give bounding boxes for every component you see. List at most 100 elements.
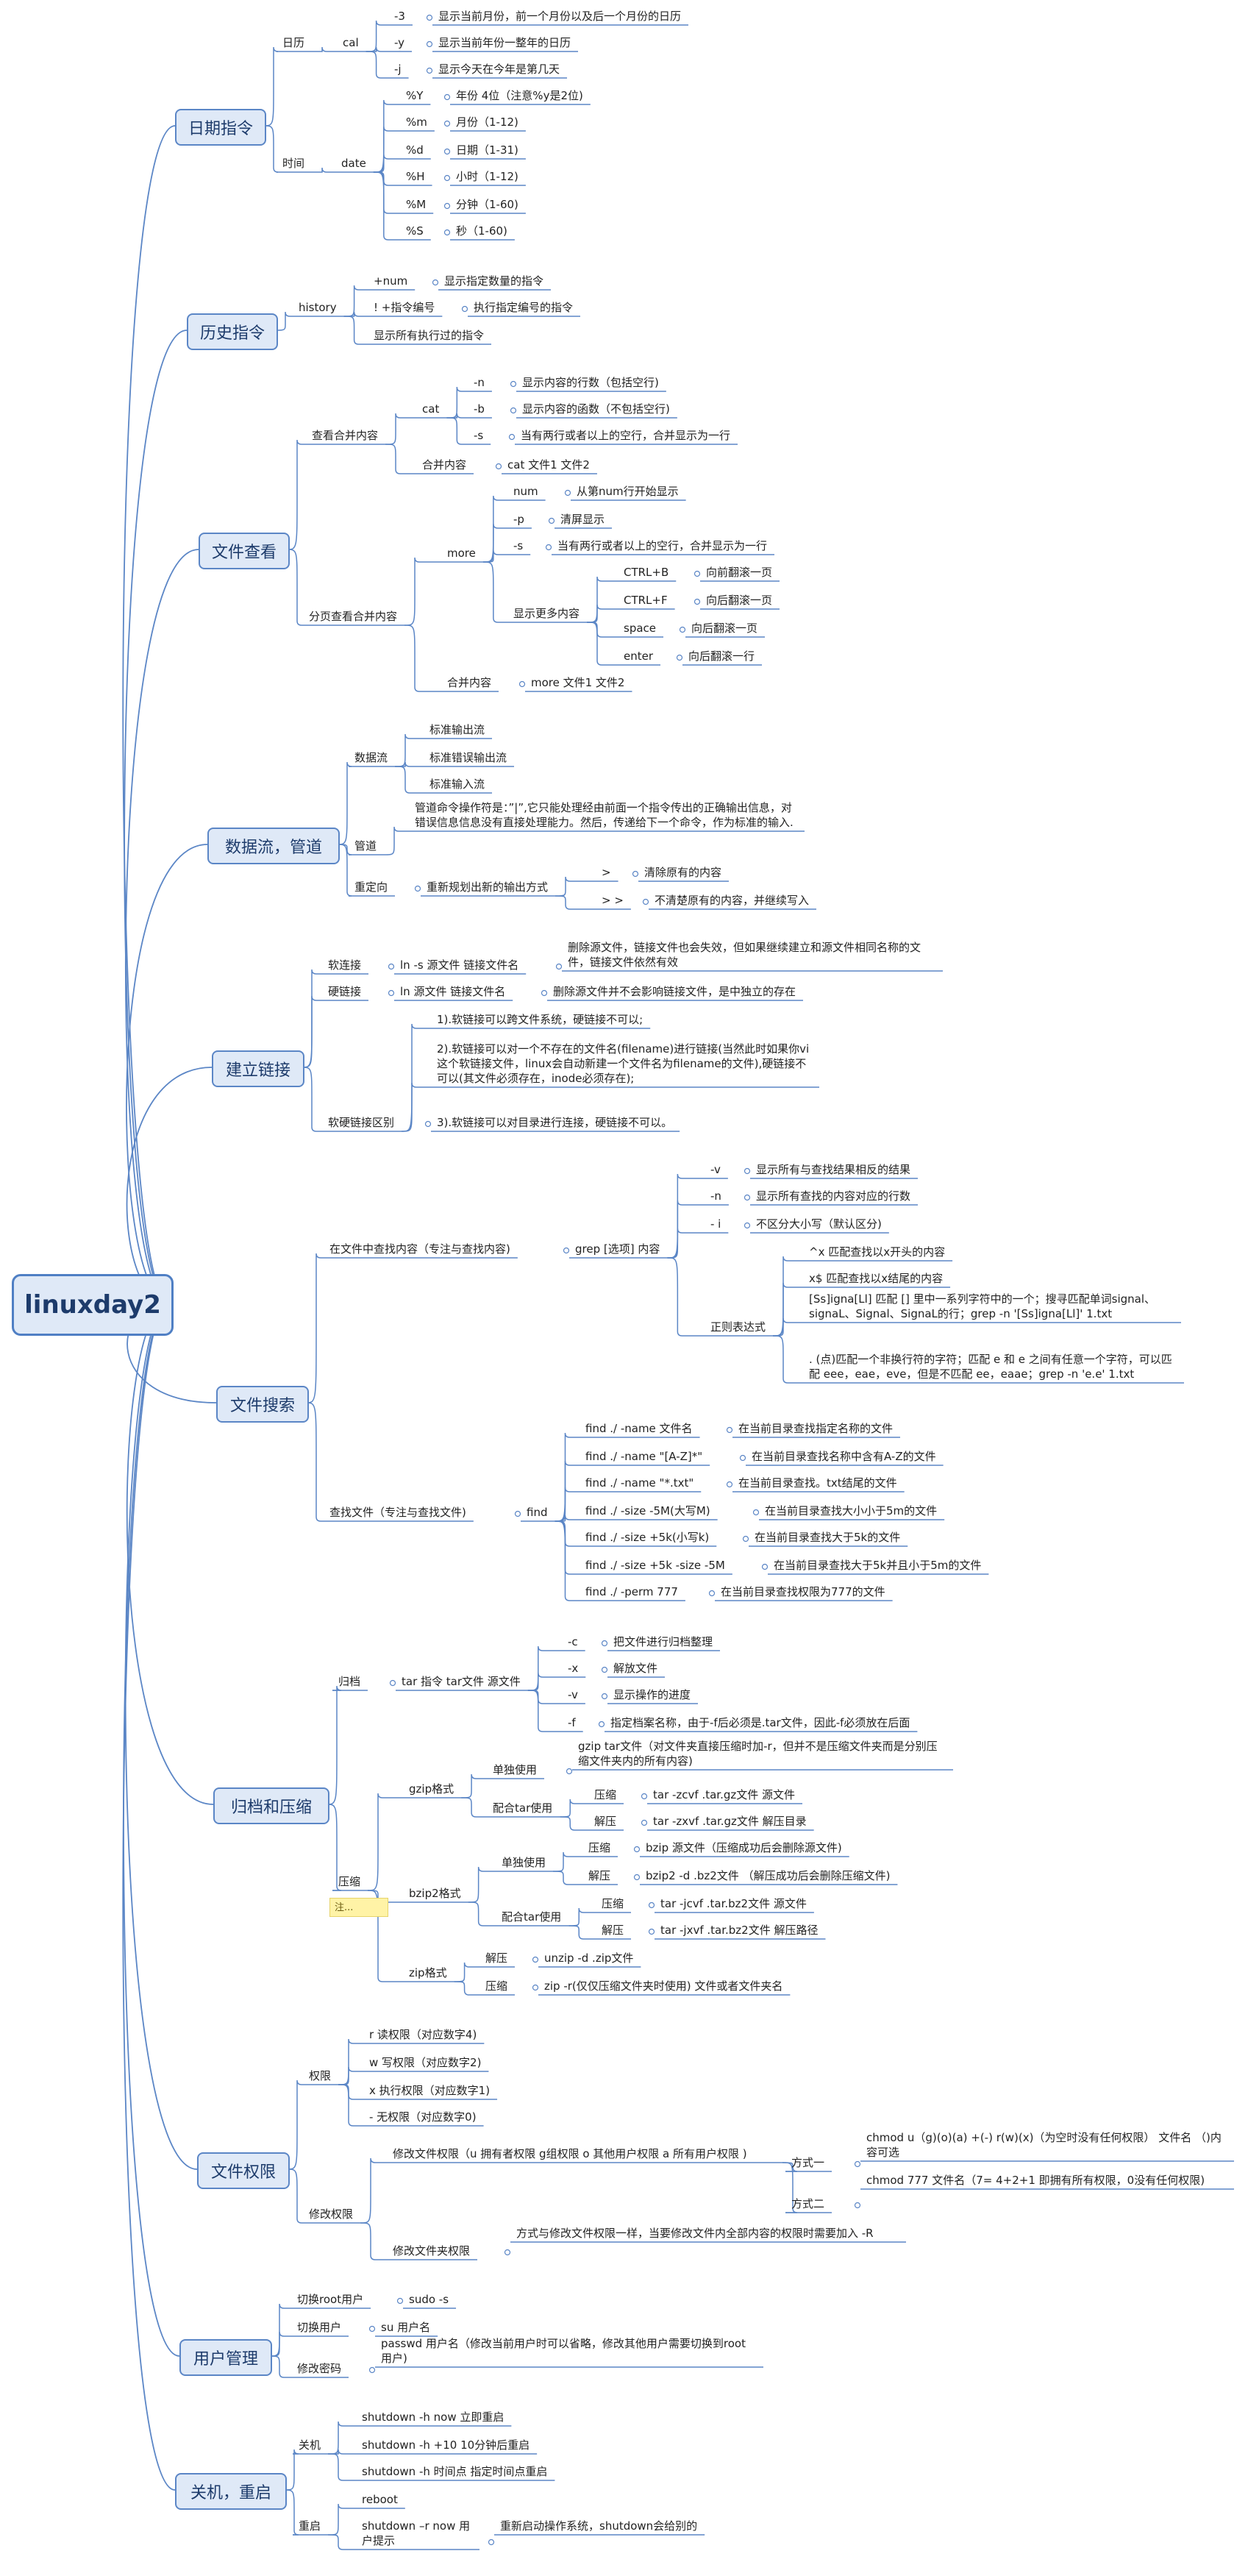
- topic-l-d2[interactable]: 2).软链接可以对一个不存在的文件名(filename)进行链接(当然此时如果你…: [437, 1042, 810, 1085]
- topic-f-bd[interactable]: 显示内容的函数（不包括空行): [522, 402, 670, 416]
- topic-a-zip[interactable]: 压缩: [338, 1875, 361, 1888]
- topic-f-cbd[interactable]: 向前翻滚一页: [706, 566, 773, 579]
- topic-g-n[interactable]: -n: [710, 1189, 721, 1203]
- topic-u-rootd[interactable]: sudo -s: [409, 2293, 449, 2306]
- topic-u-sw[interactable]: 切换用户: [297, 2321, 342, 2334]
- topic-g-f6d[interactable]: 在当前目录查找大于5k并且小于5m的文件: [774, 1559, 982, 1572]
- topic-p-pipe[interactable]: 管道: [354, 839, 377, 853]
- topic-d-j[interactable]: -j: [394, 63, 402, 76]
- main-topic-s7[interactable]: 归档和压缩: [213, 1787, 329, 1824]
- topic-f-p[interactable]: -p: [513, 513, 524, 526]
- topic-l-hardc[interactable]: ln 源文件 链接文件名: [400, 985, 506, 998]
- topic-a-gzxd[interactable]: tar -zxvf .tar.gz文件 解压目录: [653, 1815, 807, 1828]
- topic-g-f4d[interactable]: 在当前目录查找大小小于5m的文件: [765, 1504, 938, 1518]
- topic-u-root[interactable]: 切换root用户: [297, 2293, 364, 2306]
- topic-d-y[interactable]: -y: [394, 36, 405, 49]
- topic-k-off[interactable]: 关机: [299, 2438, 321, 2452]
- topic-l-d1[interactable]: 1).软链接可以跨文件系统，硬链接不可以;: [437, 1013, 643, 1026]
- topic-a-bzx[interactable]: 解压: [588, 1869, 611, 1882]
- topic-f-cat[interactable]: cat: [422, 402, 440, 416]
- main-topic-s6[interactable]: 文件搜索: [216, 1386, 309, 1423]
- topic-a-bz[interactable]: bzip2格式: [409, 1887, 461, 1900]
- topic-g-r2[interactable]: x$ 匹配查找以x结尾的内容: [809, 1272, 944, 1285]
- topic-a-zpxd[interactable]: unzip -d .zip文件: [544, 1951, 634, 1965]
- topic-d-dd[interactable]: 日期（1-31): [456, 143, 518, 157]
- topic-g-f7d[interactable]: 在当前目录查找权限为777的文件: [721, 1585, 885, 1598]
- topic-q-w1[interactable]: 方式一: [791, 2156, 825, 2169]
- topic-d-sj[interactable]: 时间: [282, 157, 305, 170]
- topic-a-gzx[interactable]: 解压: [594, 1815, 617, 1828]
- topic-g-f5d[interactable]: 在当前目录查找大于5k的文件: [755, 1531, 901, 1544]
- topic-u-pw[interactable]: 修改密码: [297, 2362, 342, 2375]
- topic-q-n[interactable]: - 无权限（对应数字0): [369, 2110, 477, 2124]
- topic-a-bzc[interactable]: 压缩: [588, 1841, 611, 1854]
- topic-a-gzcd[interactable]: tar -zcvf .tar.gz文件 源文件: [653, 1788, 796, 1801]
- topic-p-piped[interactable]: 管道命令操作符是：”|”,它只能处理经由前面一个指令传出的正确输出信息，对错误信…: [415, 801, 794, 829]
- topic-q-x[interactable]: x 执行权限（对应数字1): [369, 2084, 491, 2097]
- topic-q-w2[interactable]: 方式二: [791, 2197, 825, 2210]
- topic-f-show[interactable]: 显示更多内容: [513, 607, 580, 620]
- topic-a-zpc[interactable]: 压缩: [485, 1979, 508, 1993]
- topic-a-f[interactable]: -f: [568, 1716, 576, 1729]
- topic-l-diff[interactable]: 软硬链接区别: [328, 1116, 395, 1129]
- topic-q-w2d[interactable]: chmod 777 文件名（7= 4+2+1 即拥有所有权限，0没有任何权限): [866, 2174, 1205, 2187]
- main-topic-s3[interactable]: 文件查看: [199, 533, 290, 569]
- topic-h-bangd[interactable]: 执行指定编号的指令: [474, 301, 574, 314]
- topic-f-num[interactable]: num: [513, 485, 538, 498]
- topic-u-pwd[interactable]: passwd 用户名（修改当前用户时可以省略，修改其他用户需要切换到root用户…: [381, 2337, 746, 2365]
- topic-d-3d[interactable]: 显示当前月份，前一个月份以及后一个月份的日历: [438, 10, 682, 23]
- topic-q-md[interactable]: 修改文件夹权限: [393, 2244, 471, 2257]
- topic-a-bz1[interactable]: 单独使用: [502, 1856, 546, 1869]
- topic-a-gz1[interactable]: 单独使用: [493, 1763, 538, 1776]
- topic-g-f1d[interactable]: 在当前目录查找指定名称的文件: [738, 1422, 894, 1435]
- topic-p-err[interactable]: 标准错误输出流: [429, 751, 507, 764]
- topic-h-num[interactable]: +num: [374, 274, 408, 288]
- topic-a-gz1d[interactable]: gzip tar文件（对文件夹直接压缩时加-r，但并不是压缩文件夹而是分别压缩文…: [578, 1740, 938, 1768]
- topic-k-o3[interactable]: shutdown -h 时间点 指定时间点重启: [362, 2465, 548, 2478]
- topic-f-en[interactable]: enter: [624, 650, 654, 663]
- topic-d-yd[interactable]: 显示当前年份一整年的日历: [438, 36, 571, 49]
- topic-g-vd[interactable]: 显示所有与查找结果相反的结果: [756, 1163, 911, 1176]
- topic-l-hard[interactable]: 硬链接: [328, 985, 362, 998]
- topic-p-gt[interactable]: >: [602, 866, 611, 879]
- topic-g-re[interactable]: 正则表达式: [710, 1320, 766, 1334]
- topic-f-s2d[interactable]: 当有两行或者以上的空行，合并显示为一行: [557, 539, 768, 552]
- topic-f-numd[interactable]: 从第num行开始显示: [577, 485, 679, 498]
- topic-g-in[interactable]: 在文件中查找内容（专注与查找内容): [329, 1242, 510, 1256]
- topic-f-b[interactable]: -b: [474, 402, 485, 416]
- topic-a-bztx[interactable]: 解压: [602, 1924, 624, 1937]
- topic-q-mod[interactable]: 修改权限: [309, 2207, 354, 2221]
- topic-p-gtd[interactable]: 清除原有的内容: [644, 866, 722, 879]
- topic-q-w[interactable]: w 写权限（对应数字2): [369, 2056, 482, 2069]
- topic-a-c[interactable]: -c: [568, 1635, 578, 1648]
- topic-f-nd[interactable]: 显示内容的行数（包括空行): [522, 376, 659, 389]
- topic-g-f4[interactable]: find ./ -size -5M(大写M): [585, 1504, 710, 1518]
- topic-h-numd[interactable]: 显示指定数量的指令: [444, 274, 544, 288]
- root-topic[interactable]: linuxday2: [12, 1274, 174, 1336]
- topic-g-nd[interactable]: 显示所有查找的内容对应的行数: [756, 1189, 911, 1203]
- topic-h-bang[interactable]: ! +指令编号: [374, 301, 435, 314]
- main-topic-s2[interactable]: 历史指令: [187, 313, 278, 350]
- topic-a-fd[interactable]: 指定档案名称，由于-f后必须是.tar文件，因此-f必须放在后面: [610, 1716, 910, 1729]
- topic-a-bz2[interactable]: 配合tar使用: [502, 1910, 562, 1924]
- topic-a-bztc[interactable]: 压缩: [602, 1897, 624, 1910]
- topic-p-ggd[interactable]: 不清楚原有的内容，并继续写入: [655, 894, 810, 907]
- topic-g-r1[interactable]: ^x 匹配查找以x开头的内容: [809, 1245, 946, 1259]
- topic-a-zpcd[interactable]: zip -r(仅仅压缩文件夹时使用) 文件或者文件夹名: [544, 1979, 783, 1993]
- topic-d-3[interactable]: -3: [394, 10, 405, 23]
- topic-q-mf[interactable]: 修改文件权限（u 拥有者权限 g组权限 o 其他用户权限 a 所有用户权限 ): [393, 2147, 747, 2160]
- topic-f-mc2[interactable]: 合并内容: [447, 676, 492, 689]
- topic-d-H[interactable]: %H: [406, 170, 425, 183]
- topic-f-end[interactable]: 向后翻滚一行: [688, 650, 755, 663]
- topic-d-M[interactable]: %M: [406, 198, 427, 211]
- topic-d-cal[interactable]: cal: [343, 36, 359, 49]
- topic-p-redird[interactable]: 重新规划出新的输出方式: [427, 880, 549, 894]
- topic-f-mcd[interactable]: cat 文件1 文件2: [507, 458, 590, 472]
- topic-a-bztxd[interactable]: tar -jxvf .tar.bz2文件 解压路径: [660, 1924, 819, 1937]
- main-topic-s1[interactable]: 日期指令: [175, 109, 266, 146]
- topic-a-vd[interactable]: 显示操作的进度: [613, 1688, 691, 1701]
- topic-g-f7[interactable]: find ./ -perm 777: [585, 1585, 678, 1598]
- topic-k-o1[interactable]: shutdown -h now 立即重启: [362, 2410, 504, 2424]
- topic-f-cf[interactable]: CTRL+F: [624, 594, 668, 607]
- topic-f-cfd[interactable]: 向后翻滚一页: [706, 594, 773, 607]
